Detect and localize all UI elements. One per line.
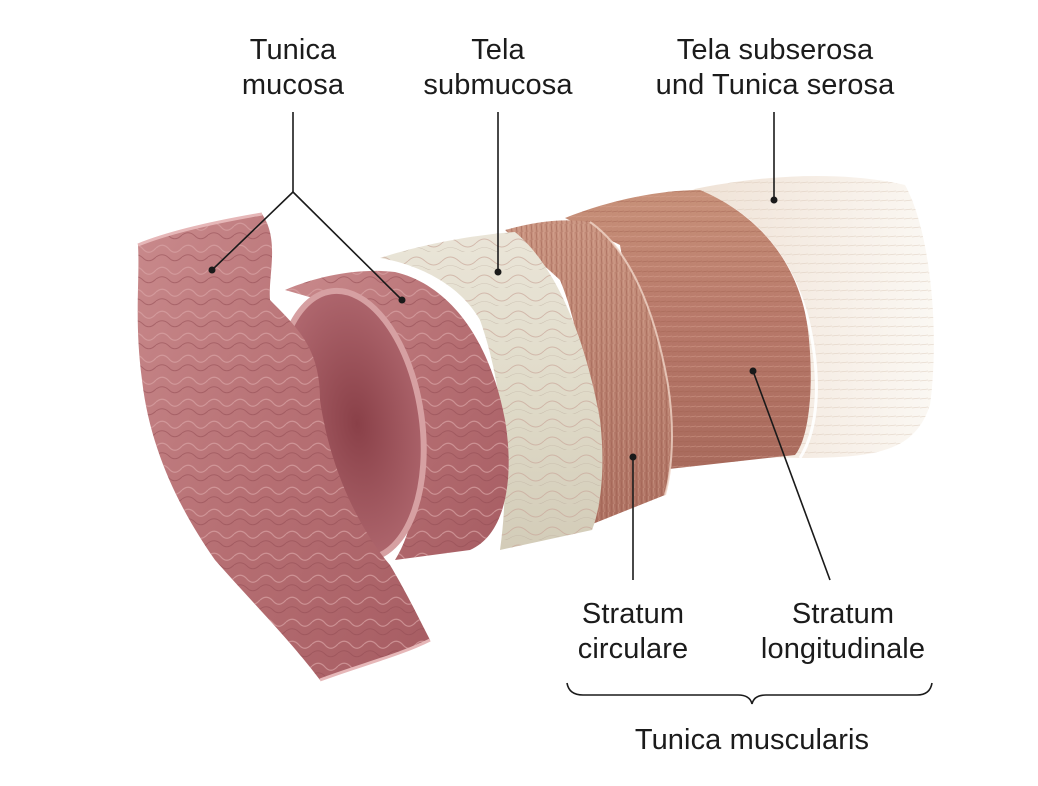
dot-stratum-circulare xyxy=(629,453,637,461)
leader-stratum-longitudinale xyxy=(752,370,831,581)
label-tunica-mucosa-line1: Tunica xyxy=(249,34,337,66)
tunica-muscularis-brace xyxy=(566,682,933,705)
tela-submucosa-layer xyxy=(380,232,603,550)
dot-tunica-mucosa-flap xyxy=(208,266,216,274)
dot-tela-submucosa xyxy=(494,268,502,276)
label-stratum-longitudinale-line1: Stratum xyxy=(791,598,895,630)
dot-tunica-mucosa-tube xyxy=(398,296,406,304)
dot-stratum-longitudinale xyxy=(749,367,757,375)
label-tunica-mucosa: Tunica mucosa xyxy=(233,33,353,103)
label-stratum-longitudinale-line2: longitudinale xyxy=(760,633,926,665)
leader-tunica-mucosa-left xyxy=(211,191,294,271)
leader-dots xyxy=(208,196,778,461)
label-stratum-circulare-line1: Stratum xyxy=(581,598,685,630)
label-tela-subserosa: Tela subserosa und Tunica serosa xyxy=(650,33,900,103)
tunica-mucosa-flap xyxy=(137,212,431,682)
label-tela-submucosa-line2: submucosa xyxy=(423,69,573,101)
label-tela-subserosa-line1: Tela subserosa xyxy=(676,34,874,66)
label-tunica-muscularis-text: Tunica muscularis xyxy=(634,724,870,756)
dot-tela-subserosa xyxy=(770,196,778,204)
label-tunica-muscularis: Tunica muscularis xyxy=(626,723,878,758)
label-tela-submucosa: Tela submucosa xyxy=(418,33,578,103)
leader-lines xyxy=(211,112,933,705)
label-tela-submucosa-line1: Tela xyxy=(471,34,525,66)
label-tunica-mucosa-line2: mucosa xyxy=(241,69,345,101)
label-stratum-circulare-line2: circulare xyxy=(577,633,689,665)
label-stratum-circulare: Stratum circulare xyxy=(568,597,698,667)
label-tela-subserosa-line2: und Tunica serosa xyxy=(655,69,895,101)
leader-tunica-mucosa-right xyxy=(292,191,403,301)
label-stratum-longitudinale: Stratum longitudinale xyxy=(752,597,934,667)
